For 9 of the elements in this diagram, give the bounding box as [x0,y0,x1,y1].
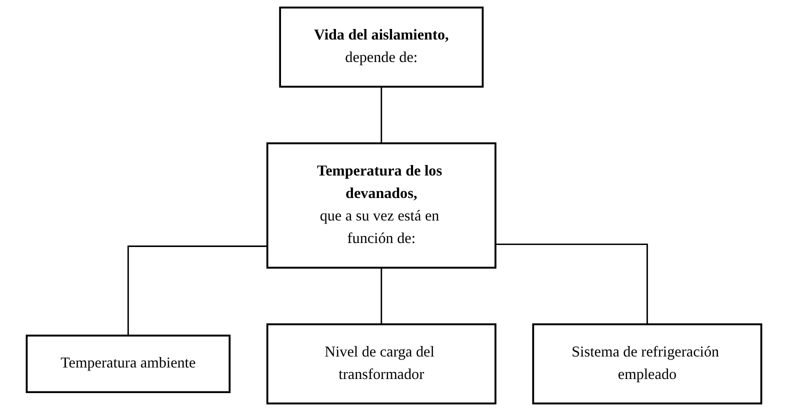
node-box: Vida del aislamiento, depende de: [279,6,484,88]
node-box: Temperatura de los devanados, que a su vez está en función de: [266,142,496,269]
node-box: Temperatura ambiente [26,334,231,394]
node-box: Sistema de refrigeración empleado [532,323,762,404]
connector [380,86,382,144]
connector [380,267,382,324]
node-box: Nivel de carga del transformador [266,323,496,404]
connector [495,244,648,324]
connector [127,246,268,336]
